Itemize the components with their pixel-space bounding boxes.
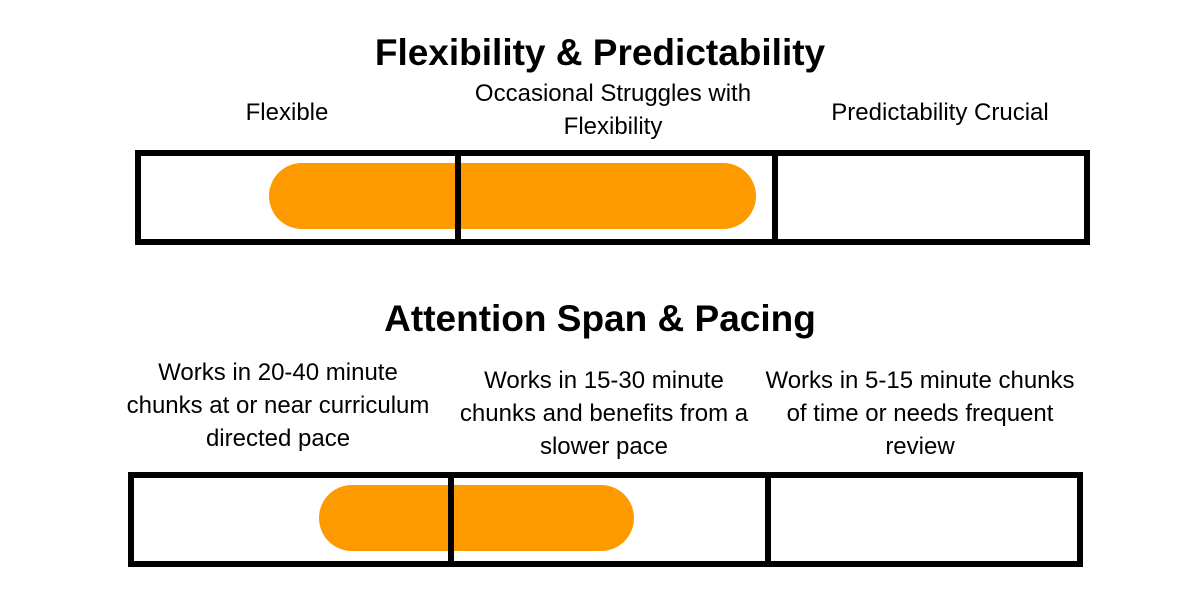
- scale-divider: [448, 472, 454, 567]
- scale-divider: [772, 150, 778, 245]
- scale-title: Flexibility & Predictability: [374, 32, 826, 73]
- scale-label-low: Works in 20-40 minute chunks at or near …: [126, 359, 430, 452]
- scale-label-high: Works in 5-15 minute chunks of time or n…: [765, 367, 1075, 460]
- scale-track: [135, 150, 1090, 245]
- scale-track: [128, 472, 1083, 567]
- scale-divider: [455, 150, 461, 245]
- range-bar: [268, 163, 756, 229]
- scale-label-mid: Works in 15-30 minute chunks and benefit…: [459, 367, 749, 460]
- scale-label-mid: Occasional Struggles with Flexibility: [474, 80, 752, 140]
- scale-label-high: Predictability Crucial: [831, 99, 1049, 126]
- scale-label-low: Flexible: [245, 99, 329, 126]
- scale-divider: [765, 472, 771, 567]
- range-bar: [319, 485, 635, 551]
- scale-title: Attention Span & Pacing: [384, 298, 816, 339]
